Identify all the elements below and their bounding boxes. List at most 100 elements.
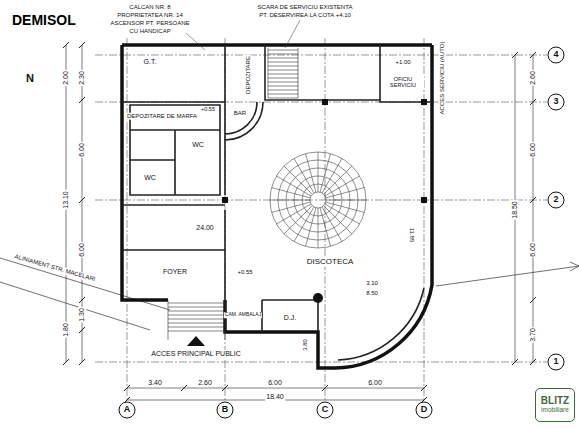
- dimension-line: [124, 385, 130, 391]
- dimension-text: 3.10: [365, 280, 379, 287]
- plan-label: DISCOTECA: [306, 258, 355, 267]
- plan-label: D.J.: [283, 314, 297, 322]
- stair-tread: [268, 94, 298, 95]
- outer-wall: [122, 45, 168, 300]
- inner-wall: [225, 102, 257, 134]
- street-line: [0, 258, 170, 310]
- plan-label: FOYER: [162, 268, 188, 276]
- leader-line: [186, 33, 205, 50]
- plan-label: WC: [143, 174, 157, 182]
- dance-floor: [270, 152, 366, 248]
- grid-axis: [424, 38, 425, 401]
- inner-wall: [262, 300, 318, 332]
- grid-axis: [95, 200, 547, 201]
- dimension-text: +0.55: [200, 106, 216, 112]
- dimension-text: 6.00: [529, 242, 537, 258]
- axis-circle: [548, 47, 564, 63]
- dimension-text: 6.00: [529, 142, 537, 158]
- plan-label: PT. DESERVIREA LA COTA +4.10: [258, 12, 352, 19]
- axis-circle: [217, 402, 233, 418]
- stair-tread: [168, 300, 225, 340]
- dimension-line: [222, 385, 228, 391]
- dance-floor: [326, 188, 365, 198]
- dimension-line: [79, 42, 85, 48]
- inner-wall: [224, 102, 226, 195]
- dimension-text: 6.00: [78, 142, 86, 158]
- column: [222, 197, 228, 203]
- inner-wall: [174, 130, 176, 195]
- axis-bubble: 3: [547, 93, 565, 111]
- grid-axis: [95, 362, 547, 363]
- entrance-arrow: [187, 336, 205, 346]
- stair-tread: [268, 74, 298, 75]
- inner-wall: [265, 45, 380, 100]
- plan-label: CALCAN NR. 8: [128, 4, 171, 11]
- stair-tread: [268, 50, 298, 51]
- dimension-text: 2.30: [78, 70, 86, 86]
- dimension-text: 24.00: [195, 224, 215, 232]
- axis-circle: [548, 94, 564, 110]
- plan-label: DEPOZITARE DE MARFA: [126, 113, 198, 120]
- dance-floor: [270, 200, 310, 201]
- plan-label: CU HANDICAP: [128, 28, 171, 35]
- outer-wall: [122, 45, 432, 368]
- dimension-text: +0.55: [236, 269, 253, 276]
- dimension-text: 18.50: [511, 200, 519, 220]
- axis-circle: [416, 402, 432, 418]
- dimension-line: [79, 327, 85, 333]
- dimension-text: 8.50: [365, 290, 379, 297]
- axis-letter: 4: [553, 50, 558, 59]
- axis-bubble: 4: [547, 46, 565, 64]
- axis-letter: B: [222, 405, 229, 414]
- column: [322, 99, 328, 105]
- dance-floor: [272, 188, 311, 198]
- axis-circle: [317, 402, 333, 418]
- axis-letter: 2: [553, 195, 558, 204]
- dance-floor: [324, 166, 352, 194]
- stair-tread: [168, 327, 225, 328]
- stair-tread: [268, 82, 298, 83]
- stair-tread: [168, 323, 225, 324]
- dimension-line: [530, 359, 536, 365]
- dance-floor: [306, 208, 316, 247]
- outer-wall: [225, 45, 432, 368]
- dimension-line: [63, 42, 69, 48]
- dimension-line: [79, 97, 85, 103]
- dance-floor: [318, 208, 319, 248]
- dance-floor: [276, 204, 311, 224]
- dimension-line: [63, 359, 69, 365]
- dance-floor: [272, 202, 311, 212]
- column: [421, 99, 427, 105]
- grid-axis: [95, 38, 547, 401]
- grid-axis: [127, 38, 128, 401]
- dimension-line: [530, 297, 536, 303]
- axis-letter: 1: [553, 357, 558, 366]
- dimension-text: 1.80: [62, 322, 70, 338]
- dimension-line: [181, 385, 187, 391]
- plan-label: N: [25, 72, 35, 84]
- axis-circle: [548, 192, 564, 208]
- dimension-text: 1.30: [78, 307, 86, 323]
- column: [421, 197, 427, 203]
- stair-tread: [168, 311, 225, 312]
- axis-bubble: A: [118, 401, 136, 419]
- grid-axis: [95, 102, 547, 103]
- dance-floor: [294, 158, 314, 193]
- stair-tread: [268, 78, 298, 79]
- logo-text: BLITZ: [541, 396, 569, 407]
- dimension-text: 2.60: [197, 379, 213, 387]
- axis-bubble: 2: [547, 191, 565, 209]
- inner-wall: [380, 45, 432, 102]
- inner-wall: [224, 210, 226, 300]
- plan-label: BAR: [233, 110, 247, 117]
- dimension-line: [421, 385, 427, 391]
- stair-tread: [268, 54, 298, 55]
- inner-wall: [130, 159, 175, 161]
- plan-label: SCARA DE SERVICIU EXISTENTA: [257, 4, 354, 11]
- dimension-line: [79, 359, 85, 365]
- plan-label: G.T.: [143, 58, 158, 66]
- inner-wall: [225, 102, 263, 140]
- axis-letter: D: [421, 405, 428, 414]
- grid-axis: [325, 38, 326, 401]
